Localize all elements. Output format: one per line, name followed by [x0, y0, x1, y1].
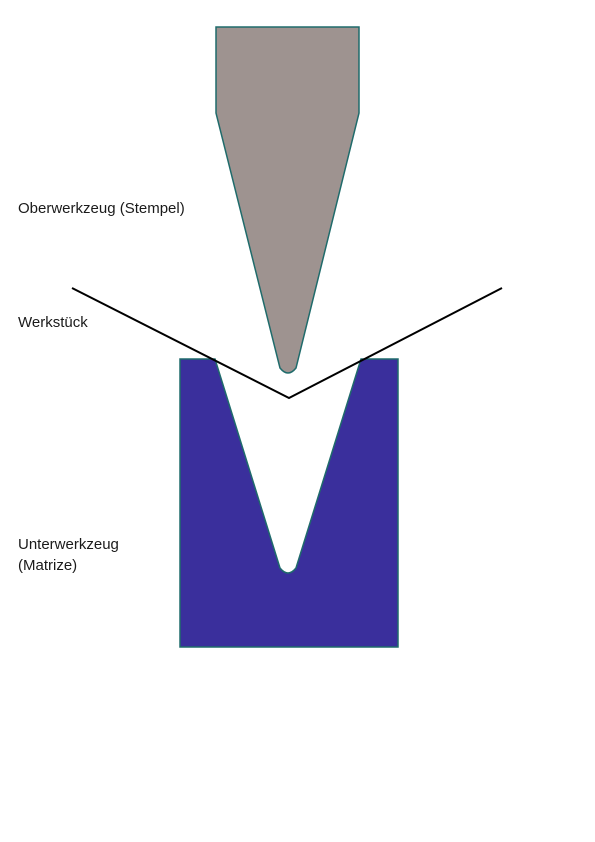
punch-label: Oberwerkzeug (Stempel): [18, 200, 185, 217]
punch-shape: [215, 26, 360, 374]
die-label-line1: Unterwerkzeug: [18, 536, 119, 553]
die-shape: [179, 358, 399, 648]
die-label-line2: (Matrize): [18, 557, 78, 574]
workpiece-line: [71, 287, 503, 400]
die-label: Unterwerkzeug (Matrize): [18, 534, 119, 576]
workpiece-label: Werkstück: [18, 314, 88, 331]
